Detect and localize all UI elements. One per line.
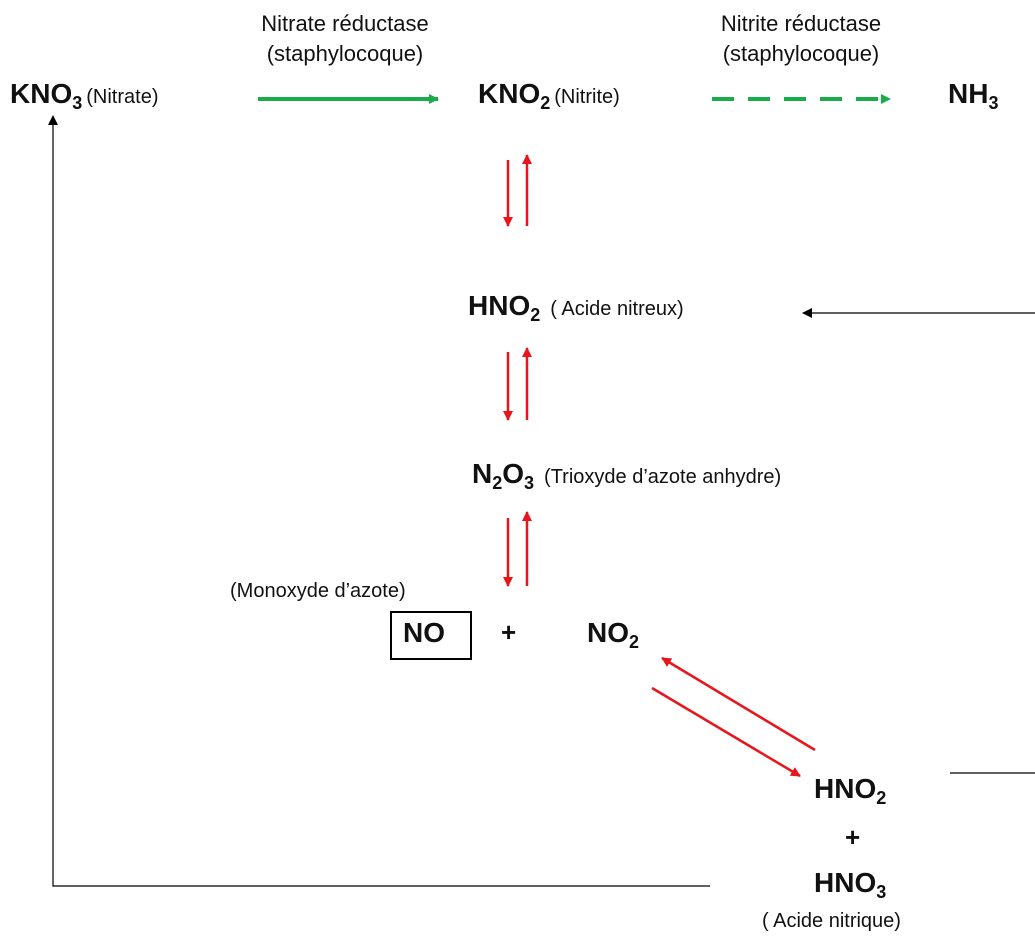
hno2-bottom-node: HNO2 — [814, 773, 887, 808]
kno3-name: (Nitrate) — [86, 86, 159, 108]
nh3-node: NH3 — [948, 78, 999, 113]
no-formula: NO — [403, 617, 445, 648]
nitrite-reductase-organism: (staphylocoque) — [722, 41, 880, 66]
n2o3-node: N2O3 (Trioxyde d’azote anhydre) — [472, 458, 782, 493]
hno2-hno3-to-no2-arrow — [661, 656, 816, 752]
hno2-bottom-formula: HNO2 — [814, 773, 887, 808]
plus-sign-no: + — [501, 617, 517, 647]
nitrate-reductase-organism: (staphylocoque) — [266, 41, 424, 66]
kno2-node: KNO2 (Nitrite) — [478, 78, 620, 113]
hno2-node: HNO2 ( Acide nitreux) — [468, 290, 684, 325]
kno2-formula: KNO2 — [478, 78, 551, 113]
hno3-node: HNO3 — [814, 867, 887, 902]
no2-node: NO2 — [587, 617, 640, 652]
no2-to-hno2-hno3-arrow — [651, 686, 801, 778]
plus-sign-hno3: + — [845, 822, 861, 852]
nitrate-reductase-name: Nitrate réductase — [261, 11, 429, 36]
kno3-formula: KNO3 — [10, 78, 83, 113]
nh3-formula: NH3 — [948, 78, 999, 113]
hno3-name: ( Acide nitrique) — [762, 910, 901, 932]
kno3-node: KNO3 (Nitrate) — [10, 78, 159, 113]
hno2-formula: HNO2 — [468, 290, 541, 325]
n2o3-formula: N2O3 — [472, 458, 535, 493]
no2-formula: NO2 — [587, 617, 640, 652]
hno3-formula: HNO3 — [814, 867, 887, 902]
nitrate-reductase-label: Nitrate réductase (staphylocoque) — [225, 9, 465, 69]
no-name: (Monoxyde d’azote) — [230, 580, 406, 602]
no-highlight-box — [390, 611, 472, 660]
hno3-recycle-connector — [48, 115, 710, 887]
nitrite-reductase-name: Nitrite réductase — [720, 11, 882, 36]
nitrite-reductase-label: Nitrite réductase (staphylocoque) — [681, 9, 921, 69]
kno2-name: (Nitrite) — [554, 86, 620, 108]
hno2-name: ( Acide nitreux) — [550, 298, 684, 320]
n2o3-name: (Trioxyde d’azote anhydre) — [544, 466, 782, 488]
